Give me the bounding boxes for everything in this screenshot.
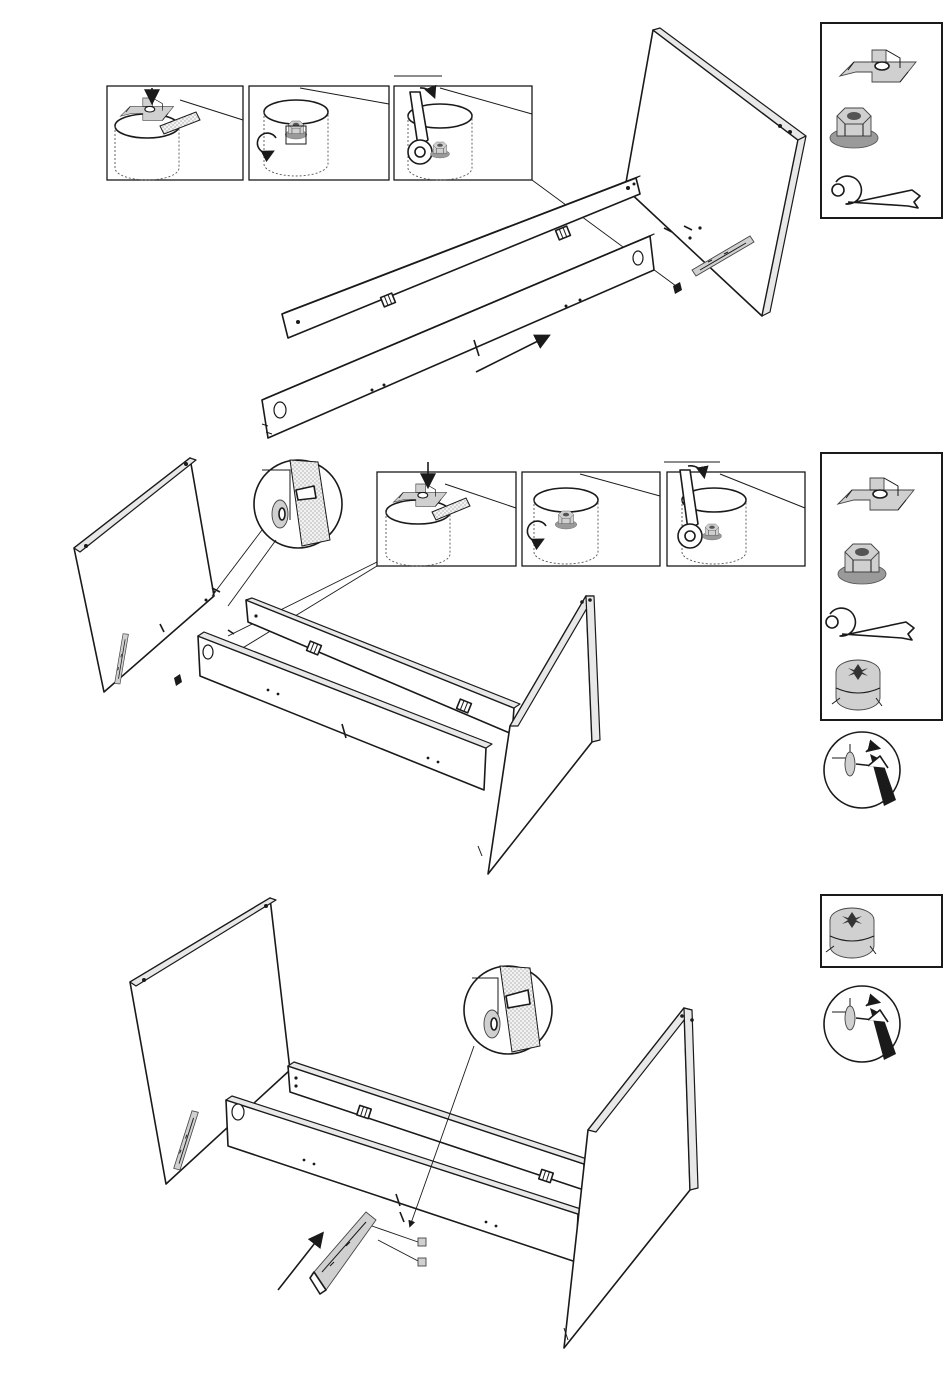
step1-back-rail — [282, 176, 640, 338]
step-2 — [74, 458, 805, 874]
step3-parts-box — [821, 895, 942, 967]
step1-detail-insert-clip — [107, 86, 243, 180]
step-1 — [107, 28, 806, 438]
step-3 — [130, 898, 698, 1348]
step3-right-side-panel — [564, 1008, 698, 1348]
step2-detail-insert-clip — [377, 462, 516, 566]
step3-drawer-slide — [310, 1212, 376, 1294]
step1-parts-box — [821, 23, 942, 218]
step2-detail-tighten-wrench — [664, 462, 805, 566]
step2-right-side-panel — [478, 596, 600, 874]
screwdriver-turn-icon — [824, 732, 900, 808]
step2-left-side-panel — [74, 458, 216, 692]
cam-lock-connector-icon — [826, 908, 876, 958]
step1-detail-place-nut — [249, 86, 389, 180]
step1-side-panel — [625, 28, 806, 316]
screwdriver-turn-icon — [824, 986, 900, 1062]
step2-detail-place-nut — [522, 472, 660, 566]
step2-detail-cam-magnifier — [212, 460, 342, 606]
step2-parts-box — [821, 453, 942, 720]
step1-detail-tighten-wrench — [394, 76, 532, 180]
cam-lock-connector-icon — [832, 660, 882, 710]
